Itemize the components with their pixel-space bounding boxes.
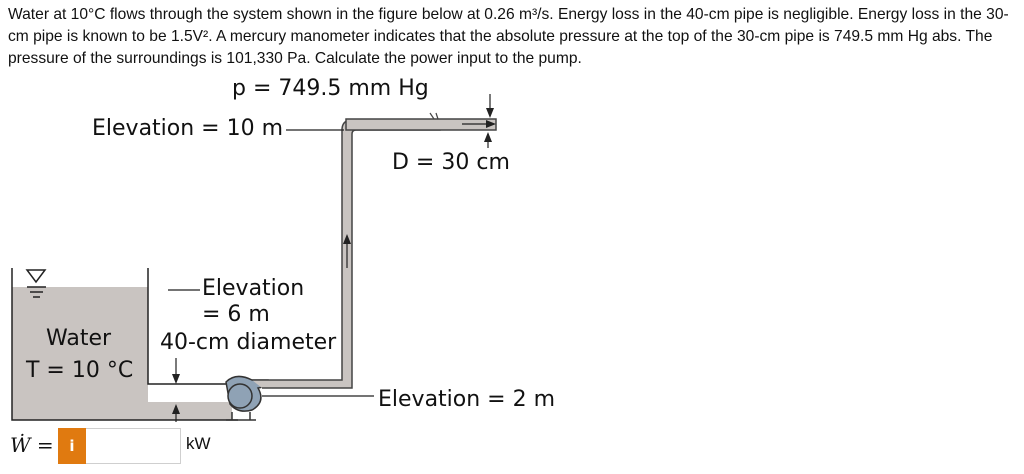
info-icon[interactable]: i — [58, 428, 86, 464]
tank-wall — [11, 268, 238, 421]
tank-water — [12, 287, 232, 420]
diameter-40-label: 40-cm diameter — [160, 330, 337, 355]
water-label: Water — [46, 326, 112, 351]
power-symbol: Ẇ = — [10, 433, 54, 457]
tank-wall-right — [147, 268, 234, 385]
elevation-6-line2: = 6 m — [202, 302, 270, 327]
problem-statement: Water at 10°C flows through the system s… — [8, 6, 1009, 67]
temperature-label: T = 10 °C — [26, 358, 134, 383]
elevation-6-line1: Elevation — [202, 276, 305, 301]
unit-label: kW — [186, 434, 211, 453]
elevation-pump-label: Elevation = 2 m — [378, 387, 556, 412]
pressure-label: p = 749.5 mm Hg — [232, 76, 429, 101]
diameter-30-label: D = 30 cm — [392, 150, 510, 175]
answer-input[interactable] — [86, 428, 181, 464]
answer-row: Ẇ = — [10, 426, 54, 464]
top-pipe — [345, 118, 497, 131]
elevation-top-label: Elevation = 10 m — [92, 116, 284, 141]
pump-icon — [225, 375, 269, 421]
free-surface-icon — [25, 269, 47, 298]
